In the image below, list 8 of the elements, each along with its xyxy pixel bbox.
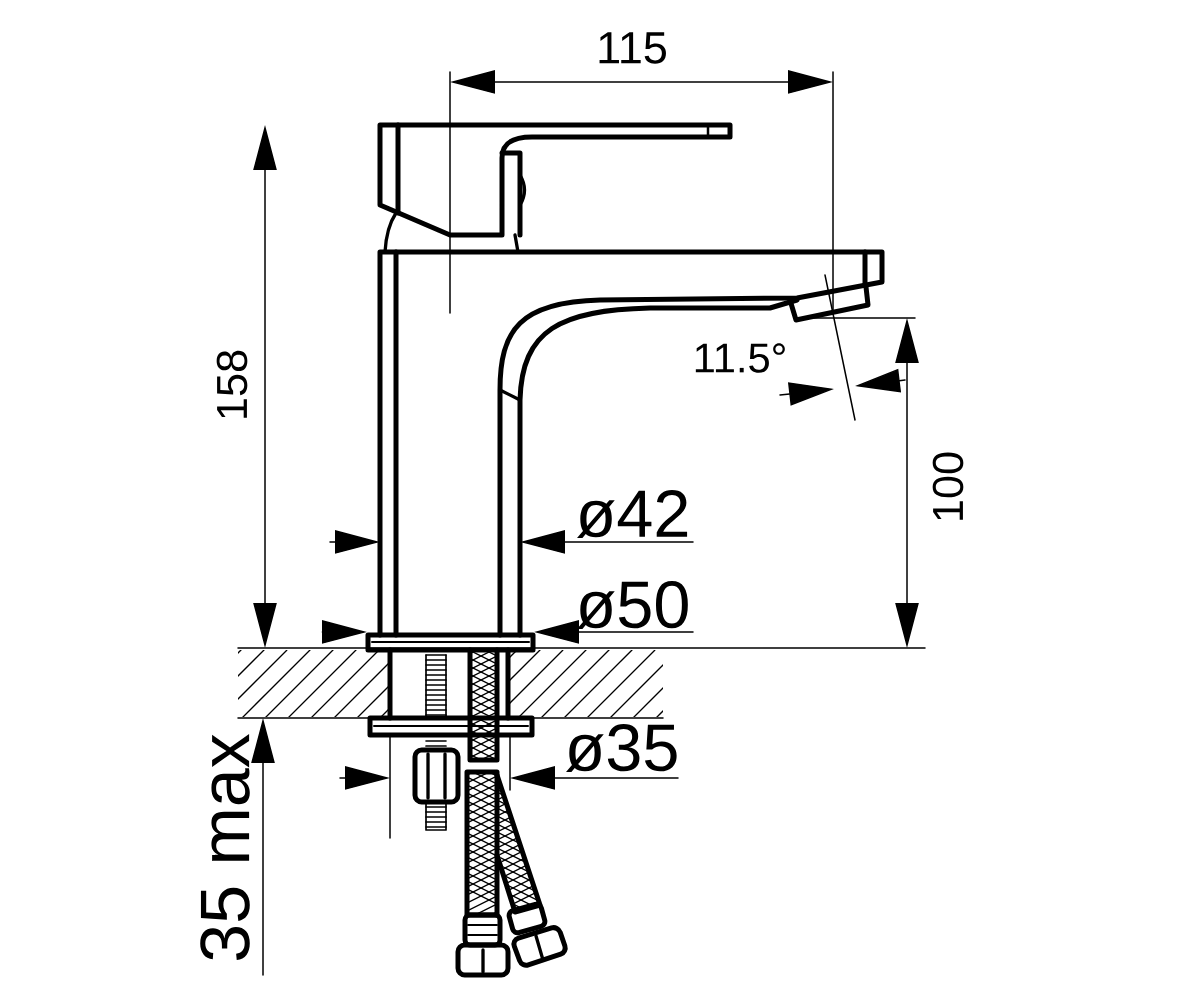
dimension-label: ø35 xyxy=(566,724,677,772)
dimension-label: 35 max xyxy=(200,734,250,961)
dimension-label: 100 xyxy=(932,452,964,520)
dimension-label: 11.5° xyxy=(695,343,785,373)
dimension-label: ø42 xyxy=(577,490,688,538)
dimension-label: 115 xyxy=(599,32,666,64)
dimension-label: 158 xyxy=(216,350,248,418)
dimension-label: ø50 xyxy=(577,581,688,629)
